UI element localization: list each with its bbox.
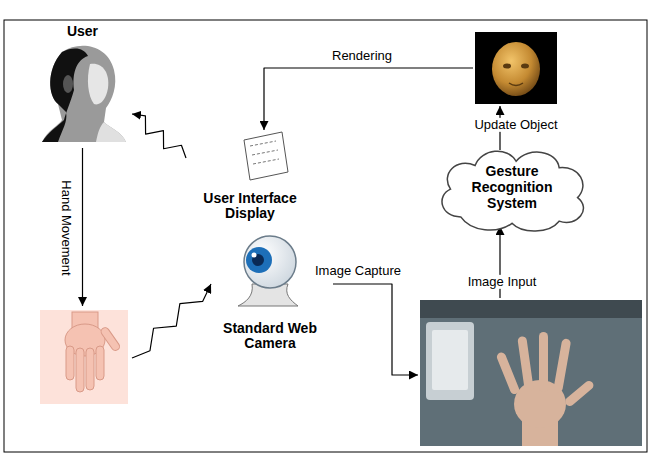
user-head-illustration xyxy=(63,75,73,93)
rendered-head-illustration xyxy=(509,83,523,86)
display-icon xyxy=(244,132,288,180)
display-icon xyxy=(244,132,288,180)
hand-illustration xyxy=(40,310,128,404)
hand-illustration xyxy=(96,346,104,380)
figure-frame xyxy=(4,20,647,452)
camera-photo-illustration xyxy=(496,351,521,395)
hand-illustration xyxy=(66,346,74,380)
display-figure: User Interface Display xyxy=(188,128,312,224)
rendered-head-illustration xyxy=(475,32,557,104)
rendered-head-illustration xyxy=(475,32,557,104)
edge-label: Rendering xyxy=(330,49,394,63)
camera-photo-illustration xyxy=(420,300,642,446)
text-holder xyxy=(420,300,642,446)
text-holder: User Interface Display xyxy=(188,128,312,224)
edge-label: Image Capture xyxy=(313,264,403,278)
edge-label: Hand Movement xyxy=(59,178,73,277)
photo-figure xyxy=(420,300,642,446)
edge-label: Update Object xyxy=(472,118,559,132)
rendered-head-illustration xyxy=(492,42,540,96)
user-head-illustration xyxy=(42,49,88,142)
text-holder: User xyxy=(35,24,130,146)
hand-figure xyxy=(38,308,130,406)
display-icon xyxy=(253,159,279,164)
web-camera-icon xyxy=(244,236,296,288)
text-holder xyxy=(38,308,130,406)
web-camera-icon xyxy=(246,247,272,273)
web-camera-icon xyxy=(252,253,257,258)
rendered-object xyxy=(475,32,557,104)
flow-arrow xyxy=(264,68,473,130)
user-head-illustration xyxy=(88,64,108,105)
user-head-illustration xyxy=(42,46,126,142)
node-label: User Interface Display xyxy=(194,191,306,222)
camera-photo-illustration xyxy=(553,338,571,393)
camera-photo-illustration xyxy=(420,300,642,446)
user-head-illustration xyxy=(42,46,126,142)
cloud-outline xyxy=(442,151,583,231)
signal-zigzag xyxy=(132,284,211,358)
hand-illustration xyxy=(76,348,84,392)
hand-illustration xyxy=(40,310,128,404)
flow-arrow xyxy=(333,284,418,375)
web-camera-icon xyxy=(238,236,298,306)
edge-label: Image Input xyxy=(466,275,539,289)
hand-illustration xyxy=(100,326,121,352)
flow-arrow xyxy=(82,148,83,306)
node-label: Gesture Recognition System xyxy=(462,164,562,211)
camera-photo-illustration xyxy=(539,332,548,392)
display-icon xyxy=(250,141,276,146)
process-cloud: Gesture Recognition System xyxy=(430,142,594,234)
display-icon xyxy=(252,150,278,155)
text-holder: Standard Web Camera xyxy=(209,232,331,354)
camera-photo-illustration xyxy=(426,322,474,400)
node-label: User xyxy=(67,24,98,40)
rendered-head-illustration xyxy=(521,64,529,69)
text-holder: Gesture Recognition System xyxy=(430,142,594,234)
signal-zigzag xyxy=(132,114,186,158)
node-label: Standard Web Camera xyxy=(215,321,325,352)
hand-illustration xyxy=(86,348,94,390)
camera-figure: Standard Web Camera xyxy=(209,232,331,354)
camera-photo-illustration xyxy=(420,300,642,318)
camera-photo-illustration xyxy=(563,379,595,408)
camera-photo-illustration xyxy=(432,330,468,390)
camera-photo-illustration xyxy=(517,336,534,393)
user-figure: User xyxy=(35,24,130,146)
user-head-illustration xyxy=(96,122,126,142)
rendered-head-illustration xyxy=(503,64,511,69)
text-holder xyxy=(475,32,557,104)
